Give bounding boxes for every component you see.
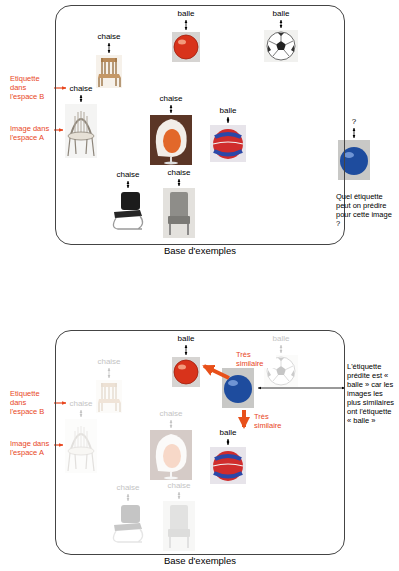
image-label: balle <box>272 334 291 343</box>
image <box>96 55 122 88</box>
double-arrow <box>171 420 172 428</box>
double-arrow <box>281 20 282 28</box>
double-arrow <box>81 95 82 102</box>
image <box>108 190 148 232</box>
double-arrow <box>186 345 187 355</box>
similarity-label: Très similaire <box>254 412 294 430</box>
double-arrow <box>128 181 129 188</box>
similarity-arrow <box>204 366 229 378</box>
image-label: chaise <box>158 409 183 418</box>
annotation-label: Etiquette dans l'espace B <box>10 389 54 416</box>
label-text: chaise <box>116 483 139 492</box>
label-text: balle <box>178 9 195 18</box>
double-arrow <box>128 494 129 501</box>
panel-caption: Base d'exemples <box>56 555 344 566</box>
double-arrow <box>171 105 172 113</box>
label-text: balle <box>273 9 290 18</box>
answer-text: L'étiquette prédite est « balle » car le… <box>347 362 396 425</box>
double-arrow <box>354 128 355 138</box>
label-text: chaise <box>116 170 139 179</box>
label-text: chaise <box>159 94 182 103</box>
image-label: balle <box>177 9 196 18</box>
image-label: chaise <box>115 170 140 179</box>
similarity-label: Très similaire <box>236 350 276 368</box>
image-label: chaise <box>96 357 121 366</box>
label-text: balle <box>178 334 195 343</box>
label-text: ? <box>352 117 356 126</box>
image <box>150 115 192 165</box>
label-text: chaise <box>69 399 92 408</box>
image <box>163 188 195 238</box>
double-arrow <box>109 43 110 53</box>
double-arrow <box>186 20 187 30</box>
image-label: balle <box>219 428 238 437</box>
image-label: chaise <box>158 94 183 103</box>
query-image <box>222 368 254 408</box>
panel-caption: Base d'exemples <box>56 245 344 256</box>
image <box>172 357 200 387</box>
similarity-arrow <box>242 410 246 427</box>
image <box>172 32 200 62</box>
faded-image <box>108 503 148 545</box>
example-base-panel: Base d'exemplesballeballechaisechaisecha… <box>55 330 345 555</box>
double-arrow <box>81 410 82 417</box>
image <box>210 447 246 484</box>
image <box>65 104 97 158</box>
annotation-label: Image dans l'espace A <box>10 439 54 457</box>
double-arrow <box>228 439 229 445</box>
faded-image <box>96 380 122 413</box>
image <box>210 125 246 162</box>
faded-image <box>65 419 97 473</box>
annotation-label: Image dans l'espace A <box>10 124 54 142</box>
double-arrow <box>179 179 180 186</box>
image-label: balle <box>272 9 291 18</box>
label-text: balle <box>220 106 237 115</box>
annotation-label: Etiquette dans l'espace B <box>10 74 54 101</box>
query-label: ? <box>351 117 357 126</box>
image-label: chaise <box>115 483 140 492</box>
image-label: chaise <box>166 168 191 177</box>
label-text: chaise <box>97 32 120 41</box>
label-text: balle <box>220 428 237 437</box>
double-arrow <box>109 368 110 378</box>
image-label: balle <box>219 106 238 115</box>
faded-arrows <box>81 345 281 501</box>
image-label: chaise <box>96 32 121 41</box>
question-text: Quel étiquette peut on prédire pour cett… <box>336 192 396 228</box>
label-text: chaise <box>159 409 182 418</box>
image-label: balle <box>177 334 196 343</box>
label-text: balle <box>273 334 290 343</box>
example-base-panel: Base d'exemplesballeballechaisechaisecha… <box>55 5 345 245</box>
image-label: chaise <box>68 399 93 408</box>
double-arrow <box>179 492 180 499</box>
faded-image <box>163 501 195 551</box>
label-text: chaise <box>167 168 190 177</box>
answer-pointer <box>258 388 345 389</box>
label-text: chaise <box>167 481 190 490</box>
query-image <box>338 140 370 180</box>
double-arrow <box>281 345 282 353</box>
double-arrow <box>228 117 229 123</box>
image <box>264 30 298 62</box>
faded-image <box>150 430 192 480</box>
label-text: chaise <box>69 84 92 93</box>
image-label: chaise <box>68 84 93 93</box>
similarity-arrows <box>204 366 244 427</box>
image-label: chaise <box>166 481 191 490</box>
label-image-arrows <box>81 20 354 445</box>
label-text: chaise <box>97 357 120 366</box>
